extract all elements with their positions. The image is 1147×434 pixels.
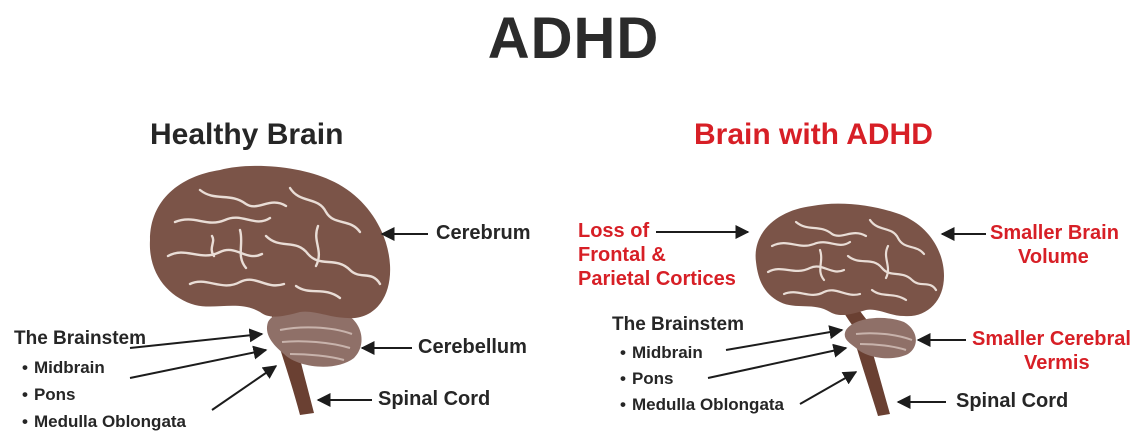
healthy-brainstem-title: The Brainstem [14,328,146,350]
page-title: ADHD [0,6,1147,73]
arrow-adhd-pons [708,348,846,378]
adhd-brainstem-title: The Brainstem [612,314,744,336]
label-smaller-vermis-line1: Smaller Cerebral [972,328,1131,351]
label-loss-line3: Parietal Cortices [578,268,736,291]
label-cerebrum: Cerebrum [436,222,530,245]
healthy-brain-drawing [150,166,390,415]
adhd-brainstem-medulla: Medulla Oblongata [620,395,784,415]
adhd-brainstem-pons: Pons [620,369,674,389]
healthy-brainstem-medulla: Medulla Oblongata [22,412,186,432]
healthy-cerebrum [150,166,390,318]
adhd-heading: Brain with ADHD [694,118,933,153]
label-smaller-brain-line1: Smaller Brain [990,222,1119,245]
adhd-cerebrum [756,204,944,317]
arrow-medulla [212,366,276,410]
label-cerebellum: Cerebellum [418,336,527,359]
healthy-brainstem-midbrain: Midbrain [22,358,105,378]
adhd-brainstem-midbrain: Midbrain [620,343,703,363]
label-spinal-cord: Spinal Cord [378,388,490,411]
label-smaller-vermis-line2: Vermis [1024,352,1090,375]
arrow-adhd-medulla [800,372,856,404]
healthy-heading: Healthy Brain [150,118,343,153]
arrow-pons [130,350,266,378]
label-adhd-spinal-cord: Spinal Cord [956,390,1068,413]
arrow-midbrain [130,334,262,348]
healthy-brainstem-pons: Pons [22,385,76,405]
label-loss-line1: Loss of [578,220,649,243]
label-loss-line2: Frontal & [578,244,666,267]
adhd-brain-drawing [756,204,944,416]
label-smaller-brain-line2: Volume [1018,246,1089,269]
